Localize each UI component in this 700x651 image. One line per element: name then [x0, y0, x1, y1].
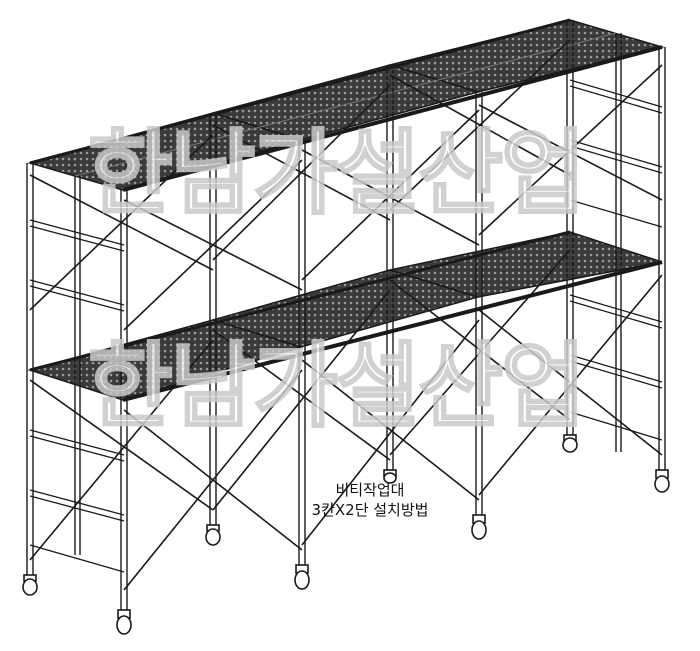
caster-wheel-icon	[116, 609, 132, 635]
caster-wheel-icon	[562, 434, 578, 453]
frame-posts	[26, 20, 666, 610]
caster-wheel-icon	[471, 514, 487, 540]
caption-subtitle: 3칸X2단 설치방법	[311, 501, 429, 519]
caster-wheel-icon	[205, 524, 221, 546]
watermark-text-upper: 한남가설산업	[88, 120, 584, 227]
watermark: 한남가설산업 한남가설산업	[87, 119, 587, 442]
lower-deck	[27, 230, 663, 402]
caption-title: 비티작업대	[335, 481, 405, 499]
caster-wheel-icon	[383, 469, 397, 484]
upper-deck	[27, 18, 665, 192]
casters	[22, 434, 670, 635]
caster-wheel-icon	[22, 574, 38, 596]
cross-braces	[29, 39, 663, 591]
caster-wheel-icon	[654, 469, 670, 493]
watermark-text-lower: 한남가설산업	[88, 333, 584, 440]
caster-wheel-icon	[294, 564, 310, 590]
end-frame-rungs	[29, 79, 663, 573]
